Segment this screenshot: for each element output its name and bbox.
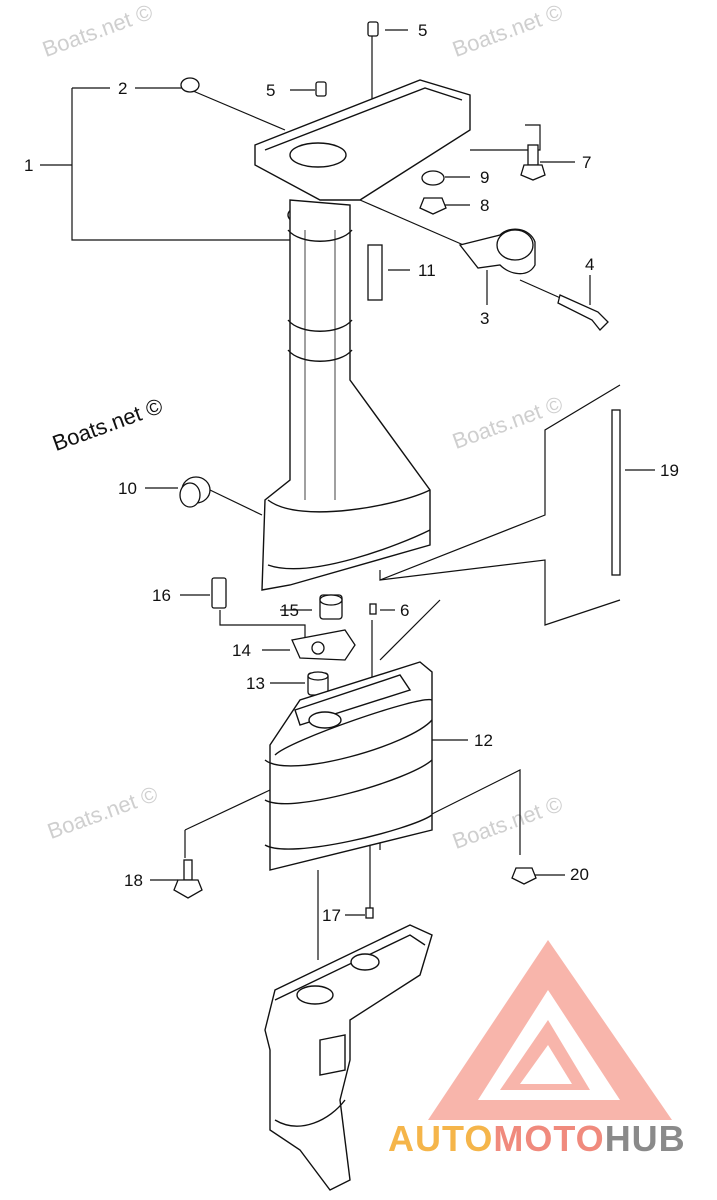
callout-2: 2	[118, 79, 128, 98]
exhaust-housing	[254, 79, 471, 591]
callout-5: 5	[418, 21, 428, 40]
callout-4: 4	[585, 255, 595, 274]
callout-1: 1	[24, 156, 34, 175]
callout-12: 12	[474, 731, 493, 750]
callout-8: 8	[480, 196, 490, 215]
callout-11: 11	[418, 261, 436, 280]
brand-part-hub: HUB	[604, 1118, 686, 1159]
extension-housing-12	[264, 661, 433, 871]
brand-part-moto: MOTO	[493, 1118, 605, 1159]
callout-14: 14	[232, 641, 251, 660]
small-parts	[173, 21, 621, 919]
brand-part-auto: AUTO	[388, 1118, 494, 1159]
lower-unit	[264, 924, 433, 1191]
brand-logo-text: AUTOMOTOHUB	[388, 1118, 686, 1160]
callout-13: 13	[246, 674, 265, 693]
callout-6: 6	[400, 601, 410, 620]
callout-17: 17	[322, 906, 341, 925]
callout-18: 18	[124, 871, 143, 890]
callout-19: 19	[660, 461, 679, 480]
callout-10: 10	[118, 479, 137, 498]
callout-3: 3	[480, 309, 490, 328]
bracket-3	[458, 228, 536, 275]
callout-15: 15	[280, 601, 299, 620]
callout-20: 20	[570, 865, 589, 884]
callout-9: 9	[480, 168, 490, 187]
brand-logo-mark	[428, 940, 672, 1120]
callout-5b: 5	[266, 81, 276, 100]
callout-7: 7	[582, 153, 592, 172]
callout-16: 16	[152, 586, 171, 605]
